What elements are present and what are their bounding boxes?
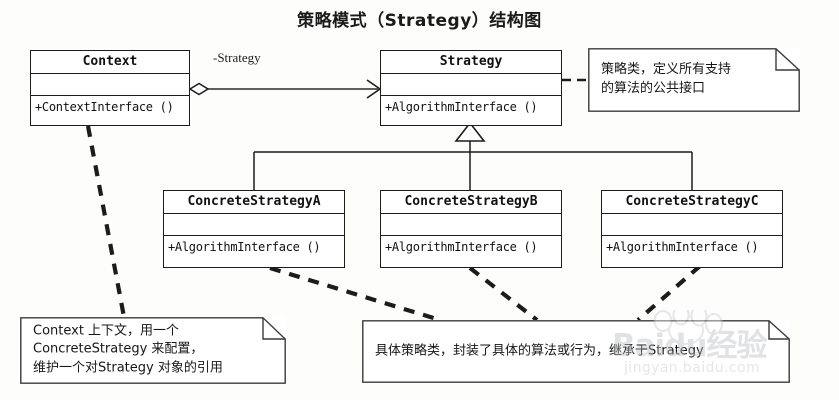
- note-context-line-1: Context 上下文，用一个: [33, 323, 180, 339]
- aggregation-diamond-icon: [188, 82, 210, 96]
- note-shape-context: [20, 317, 286, 384]
- class-box-concrete-strategy-b[interactable]: ConcreteStrategyB +AlgorithmInterface (): [380, 190, 562, 268]
- class-attributes-concrete-strategy-b: [381, 214, 561, 236]
- note-strategy: 策略类，定义所有支持 的算法的公共接口: [588, 48, 800, 112]
- edge-generalization: [253, 121, 693, 190]
- class-attributes-concrete-strategy-a: [164, 214, 344, 236]
- note-strategy-line-1: 策略类，定义所有支持: [601, 62, 732, 78]
- note-concrete-strategy: 具体策略类，封装了具体的算法或行为，继承于Strategy: [362, 320, 790, 383]
- edge-context-strategy: [188, 79, 382, 99]
- class-operations-strategy: +AlgorithmInterface (): [385, 99, 538, 114]
- edge-concrete-note: [269, 264, 702, 323]
- note-shape-strategy: [588, 48, 800, 112]
- note-concrete-line-1: 具体策略类，封装了具体的算法或行为，继承于Strategy: [375, 343, 704, 359]
- note-text-concrete-strategy: 具体策略类，封装了具体的算法或行为，继承于Strategy: [375, 342, 774, 361]
- class-operations-context: +ContextInterface (): [35, 99, 174, 114]
- class-name-concrete-strategy-c: ConcreteStrategyC: [602, 191, 782, 214]
- class-name-strategy: Strategy: [381, 51, 561, 74]
- note-context-line-3: 维护一个对Strategy 对象的引用: [33, 360, 223, 376]
- class-name-context: Context: [31, 51, 189, 74]
- class-name-concrete-strategy-b: ConcreteStrategyB: [381, 191, 561, 214]
- note-text-strategy: 策略类，定义所有支持 的算法的公共接口: [601, 61, 784, 99]
- class-attributes-context: [31, 74, 189, 96]
- edge-context-note: [85, 125, 127, 318]
- note-strategy-line-2: 的算法的公共接口: [601, 81, 706, 96]
- class-attributes-concrete-strategy-c: [602, 214, 782, 236]
- class-box-context[interactable]: Context +ContextInterface (): [30, 50, 190, 126]
- class-box-strategy[interactable]: Strategy +AlgorithmInterface (): [380, 50, 562, 126]
- class-operations-concrete-strategy-c: +AlgorithmInterface (): [606, 239, 759, 254]
- class-operations-concrete-strategy-a: +AlgorithmInterface (): [168, 239, 321, 254]
- class-box-concrete-strategy-c[interactable]: ConcreteStrategyC +AlgorithmInterface (): [601, 190, 783, 268]
- page-title: 策略模式（Strategy）结构图: [297, 11, 542, 31]
- open-arrow-icon: [366, 79, 382, 99]
- class-operations-concrete-strategy-b: +AlgorithmInterface (): [385, 239, 538, 254]
- class-name-concrete-strategy-a: ConcreteStrategyA: [164, 191, 344, 214]
- note-context-line-2: ConcreteStrategy 来配置，: [33, 342, 204, 358]
- note-text-context: Context 上下文，用一个 ConcreteStrategy 来配置， 维护…: [33, 322, 270, 379]
- class-box-concrete-strategy-a[interactable]: ConcreteStrategyA +AlgorithmInterface (): [163, 190, 345, 268]
- class-attributes-strategy: [381, 74, 561, 96]
- note-context: Context 上下文，用一个 ConcreteStrategy 来配置， 维护…: [20, 317, 286, 384]
- association-label: -Strategy: [213, 50, 261, 65]
